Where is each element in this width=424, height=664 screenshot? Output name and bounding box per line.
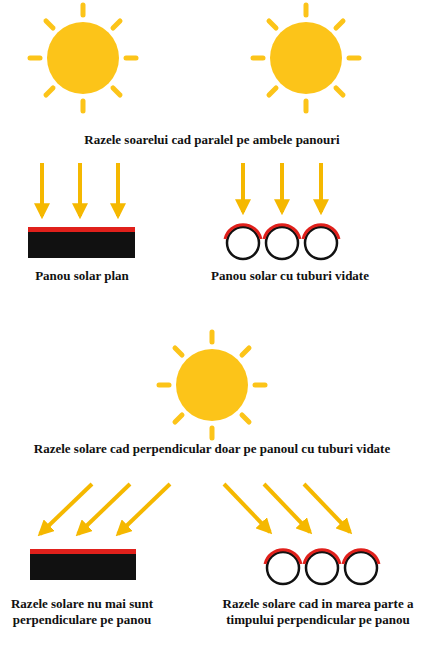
sun [253,5,359,111]
vacuum-tubes [265,550,379,584]
sun [30,5,136,111]
absorber-strip [30,549,136,554]
panel-label: Razele solare nu mai sunt perpendiculare… [7,596,157,628]
caption-text: Razele solare cad perpendicular doar pe … [32,441,392,457]
panel-label: Razele solare cad in marea parte a timpu… [218,596,418,628]
vacuum-tubes [225,225,339,259]
panel-label: Panou solar plan [7,268,157,284]
caption-text: Razele soarelui cad paralel pe ambele pa… [12,132,412,148]
sun-rays [40,484,350,534]
absorber-strip [28,227,135,232]
panel-label: Panou solar cu tuburi vidate [205,268,375,284]
sun-rays [42,163,321,216]
flat-panel [28,232,135,258]
flat-panel [30,554,136,580]
sun [159,332,265,438]
